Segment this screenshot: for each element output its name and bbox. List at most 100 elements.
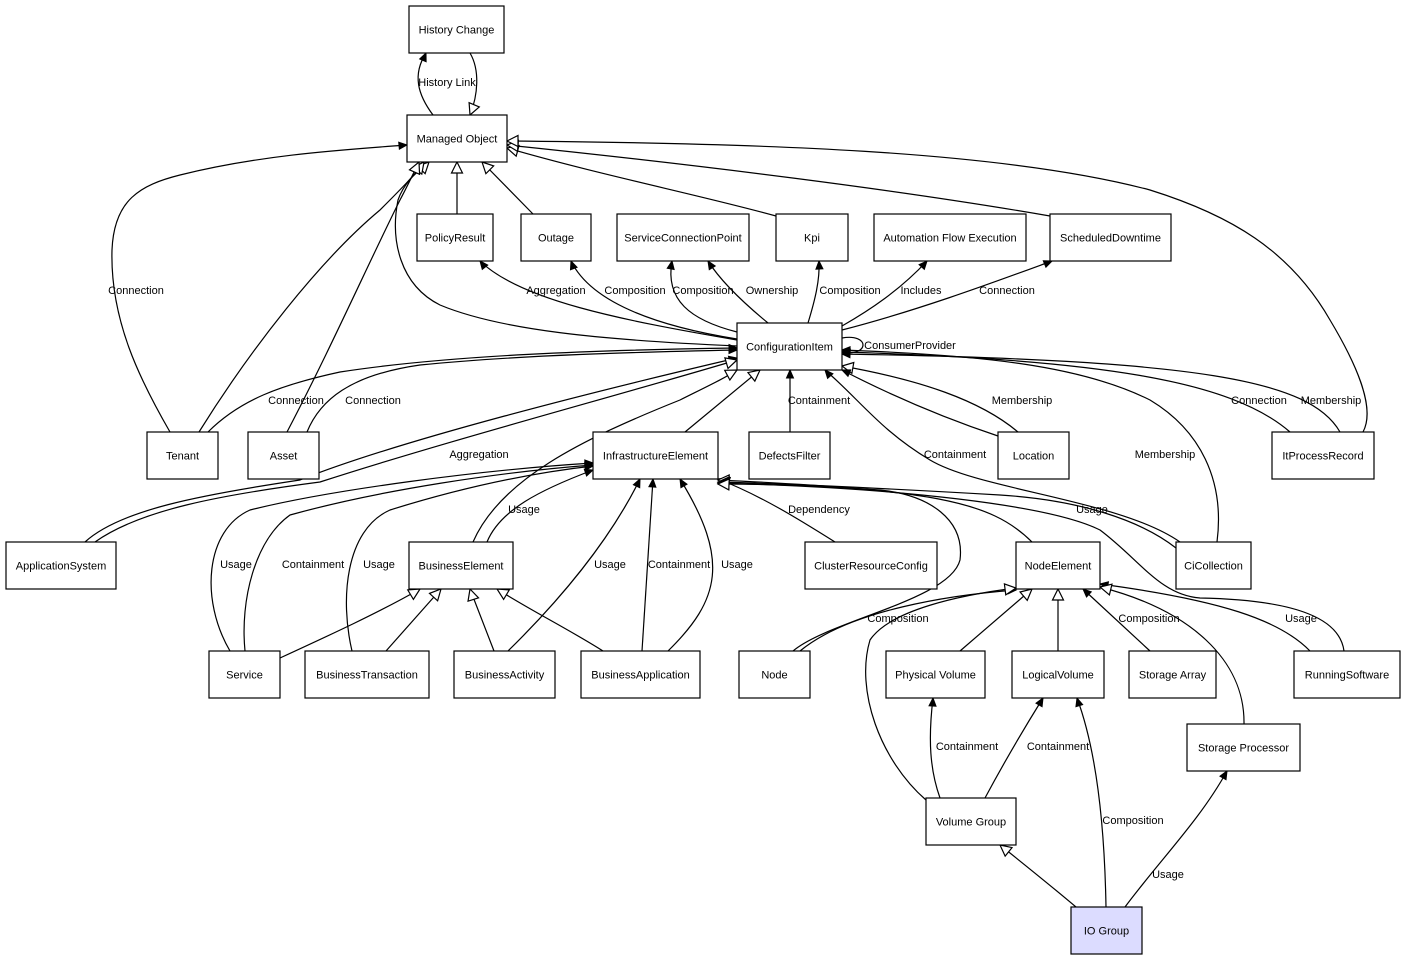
node-logical-volume[interactable]: LogicalVolume bbox=[1011, 650, 1105, 699]
inheritance-arrowhead bbox=[495, 588, 511, 601]
node-box bbox=[1011, 650, 1105, 699]
edge-label: Membership bbox=[992, 395, 1053, 407]
node-label: Physical Volume bbox=[895, 670, 976, 682]
node-infrastructure-element[interactable]: InfrastructureElement bbox=[592, 431, 719, 480]
edge-line bbox=[570, 260, 738, 340]
node-label: Managed Object bbox=[417, 134, 498, 146]
node-business-activity[interactable]: BusinessActivity bbox=[453, 650, 556, 699]
edge-itprocess-membership-ci bbox=[840, 349, 1341, 433]
edge-line bbox=[1076, 697, 1107, 908]
node-scheduled-downtime[interactable]: ScheduledDowntime bbox=[1049, 213, 1172, 262]
edge-line bbox=[841, 369, 999, 437]
association-arrowhead bbox=[1075, 696, 1084, 708]
node-managed-object[interactable]: Managed Object bbox=[406, 114, 508, 163]
inheritance-arrowhead bbox=[1051, 587, 1065, 601]
edge-bact-usage-infra bbox=[507, 477, 641, 652]
inheritance-arrowhead bbox=[428, 588, 442, 602]
association-arrowhead bbox=[398, 141, 409, 151]
edge-line bbox=[841, 260, 928, 327]
edge-vg-containment-lv bbox=[984, 696, 1044, 799]
edge-outage-inh bbox=[481, 161, 534, 215]
edge-business-inh-ci bbox=[472, 369, 739, 543]
edge-btrans-inh-be bbox=[385, 588, 442, 652]
edge-line bbox=[717, 478, 836, 543]
node-physical-volume[interactable]: Physical Volume bbox=[885, 650, 986, 699]
node-box bbox=[1015, 541, 1101, 590]
edge-sp-inh-ne bbox=[1098, 583, 1245, 725]
node-label: BusinessElement bbox=[419, 561, 504, 573]
node-automation-flow-execution[interactable]: Automation Flow Execution bbox=[873, 213, 1027, 262]
node-label: ClusterResourceConfig bbox=[814, 561, 928, 573]
node-application-system[interactable]: ApplicationSystem bbox=[5, 541, 117, 590]
inheritance-arrowhead bbox=[998, 844, 1014, 858]
node-configuration-item[interactable]: ConfigurationItem bbox=[736, 322, 843, 371]
edge-line bbox=[824, 369, 1181, 543]
node-label: Outage bbox=[538, 233, 574, 245]
edge-line bbox=[243, 464, 594, 652]
edge-line bbox=[1082, 588, 1151, 652]
edge-line bbox=[1099, 583, 1311, 652]
node-label: LogicalVolume bbox=[1022, 670, 1094, 682]
node-business-element[interactable]: BusinessElement bbox=[408, 541, 514, 590]
node-label: PolicyResult bbox=[425, 233, 486, 245]
node-label: IO Group bbox=[1084, 926, 1129, 938]
node-business-transaction[interactable]: BusinessTransaction bbox=[304, 650, 430, 699]
edge-label: Connection bbox=[1231, 395, 1287, 407]
node-asset[interactable]: Asset bbox=[247, 431, 320, 480]
edge-label: Usage bbox=[1076, 504, 1108, 516]
node-cluster-resource-config[interactable]: ClusterResourceConfig bbox=[804, 541, 938, 590]
node-ci-collection[interactable]: CiCollection bbox=[1175, 541, 1252, 590]
edge-label: Containment bbox=[648, 559, 710, 571]
association-arrowhead bbox=[824, 369, 834, 380]
node-node-element[interactable]: NodeElement bbox=[1015, 541, 1101, 590]
node-node[interactable]: Node bbox=[738, 650, 811, 699]
edge-line bbox=[1099, 586, 1245, 725]
node-io-group[interactable]: IO Group bbox=[1070, 906, 1143, 955]
node-running-software[interactable]: RunningSoftware bbox=[1293, 650, 1401, 699]
inheritance-arrowhead bbox=[481, 161, 495, 175]
edge-bact-inh-be bbox=[467, 587, 495, 652]
node-business-application[interactable]: BusinessApplication bbox=[580, 650, 701, 699]
node-policy-result[interactable]: PolicyResult bbox=[416, 213, 494, 262]
edge-line bbox=[496, 588, 604, 652]
node-storage-array[interactable]: Storage Array bbox=[1128, 650, 1217, 699]
node-service[interactable]: Service bbox=[208, 650, 281, 699]
edge-defects-containment-ci bbox=[785, 368, 795, 432]
node-label: ItProcessRecord bbox=[1282, 451, 1363, 463]
node-box bbox=[408, 5, 505, 54]
association-arrowhead bbox=[918, 260, 928, 271]
edge-label: Membership bbox=[1135, 449, 1196, 461]
node-service-connection-point[interactable]: ServiceConnectionPoint bbox=[616, 213, 750, 262]
edge-asset-connection-ci bbox=[306, 345, 739, 433]
node-outage[interactable]: Outage bbox=[520, 213, 592, 262]
node-kpi[interactable]: Kpi bbox=[775, 213, 849, 262]
node-box bbox=[925, 797, 1017, 846]
node-box bbox=[208, 650, 281, 699]
edge-label: Usage bbox=[1285, 613, 1317, 625]
edge-label: Connection bbox=[979, 285, 1035, 297]
node-location[interactable]: Location bbox=[997, 431, 1070, 480]
inheritance-arrowhead bbox=[467, 587, 480, 603]
node-box bbox=[453, 650, 556, 699]
node-label: ServiceConnectionPoint bbox=[624, 233, 741, 245]
node-it-process-record[interactable]: ItProcessRecord bbox=[1271, 431, 1375, 480]
edge-tenant-connection-mo bbox=[111, 141, 409, 433]
node-tenant[interactable]: Tenant bbox=[146, 431, 219, 480]
node-volume-group[interactable]: Volume Group bbox=[925, 797, 1017, 846]
association-arrowhead bbox=[840, 349, 851, 359]
edge-line bbox=[279, 588, 421, 659]
node-box bbox=[1293, 650, 1401, 699]
edge-policyresult-inh bbox=[450, 160, 464, 214]
node-label: Kpi bbox=[804, 233, 820, 245]
node-history-change[interactable]: History Change bbox=[408, 5, 505, 54]
edge-line bbox=[506, 147, 777, 217]
edge-line bbox=[717, 483, 962, 652]
association-arrowhead bbox=[815, 259, 824, 270]
edge-line bbox=[959, 588, 1033, 652]
edge-line bbox=[394, 161, 738, 347]
edge-io-usage-sp bbox=[1124, 769, 1228, 908]
node-storage-processor[interactable]: Storage Processor bbox=[1186, 723, 1301, 772]
node-defects-filter[interactable]: DefectsFilter bbox=[748, 431, 831, 480]
